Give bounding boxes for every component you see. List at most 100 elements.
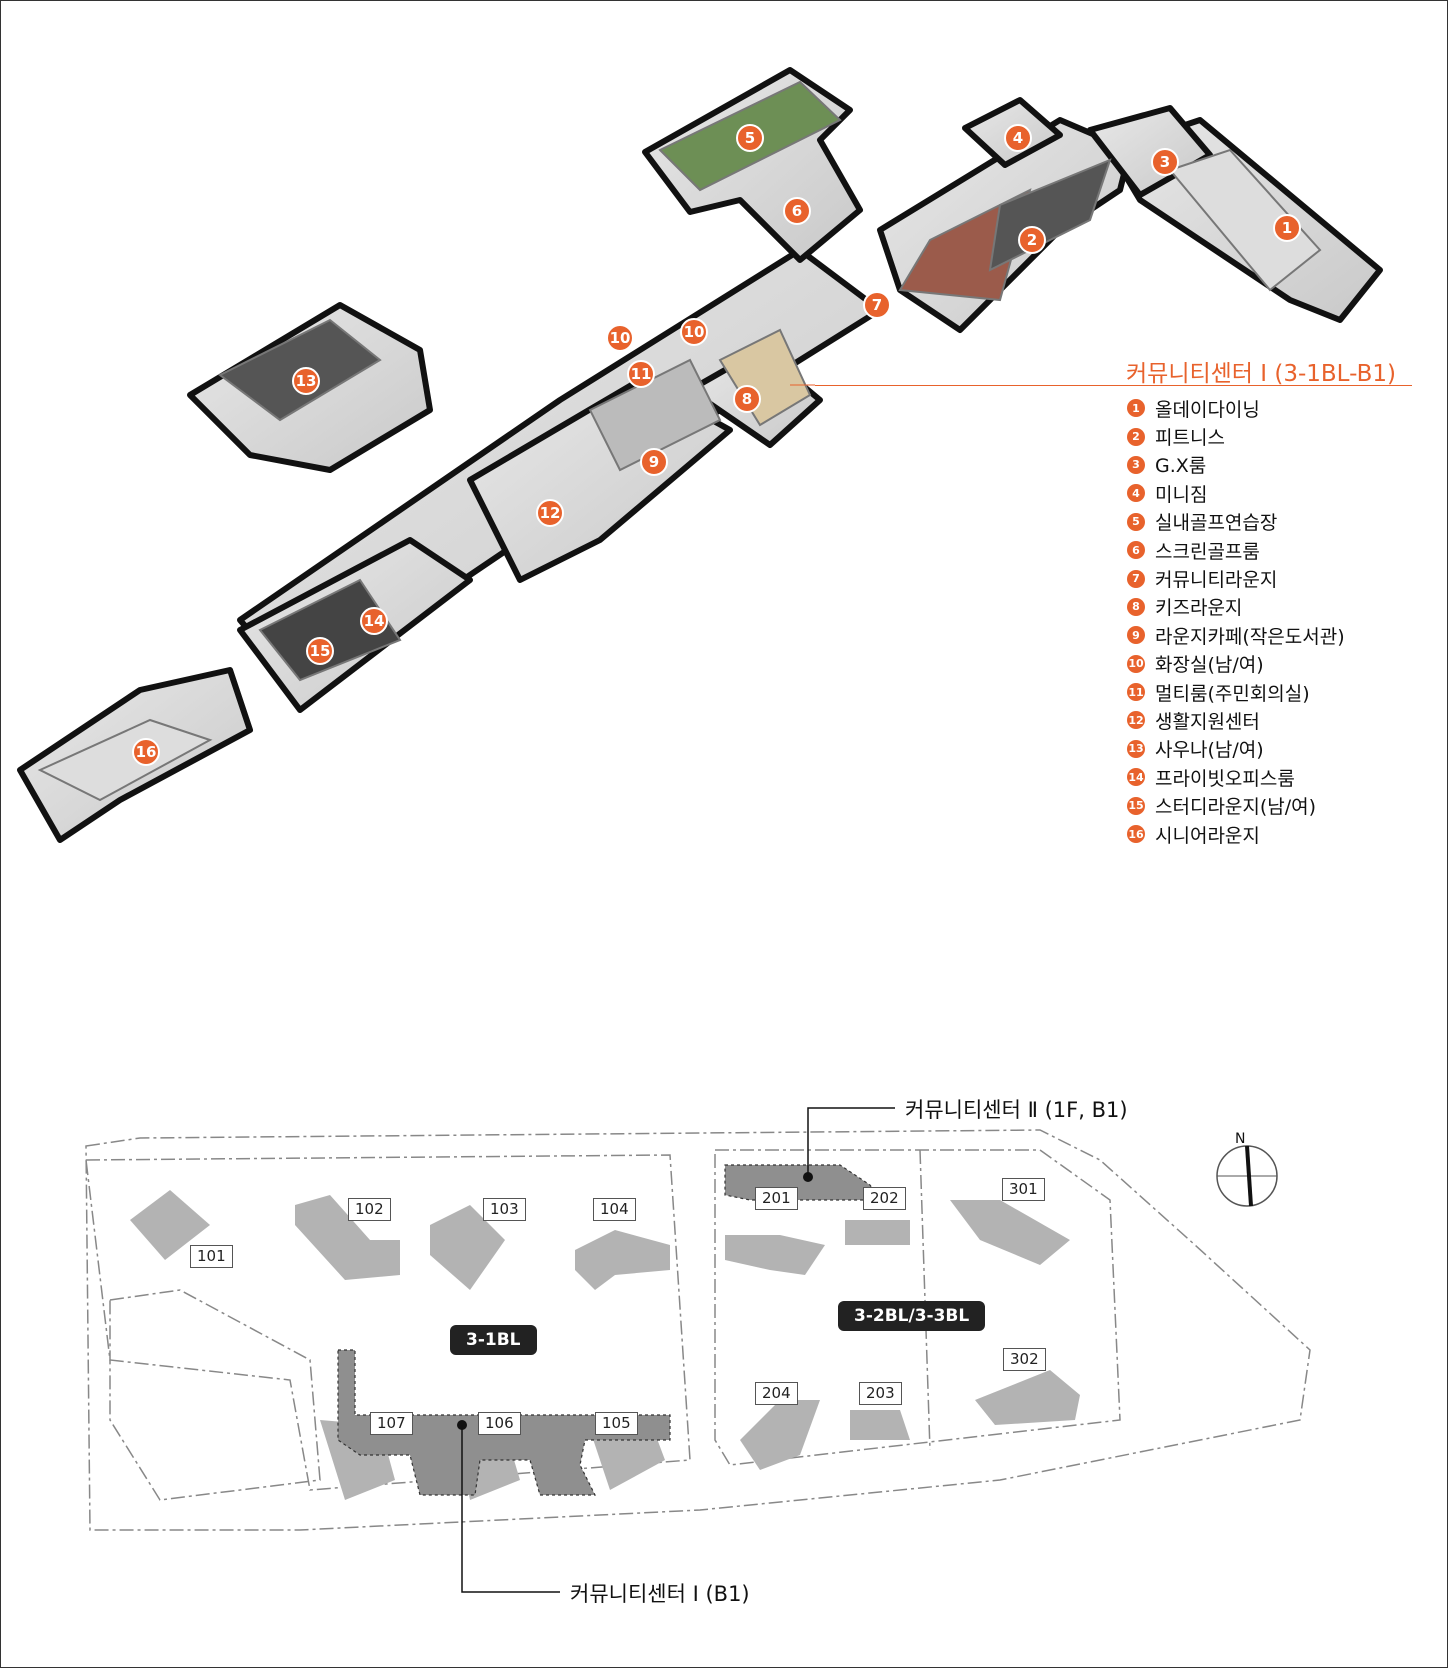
legend-item: 7 커뮤니티라운지 [1127,564,1345,592]
floorplan-marker-label: 11 [631,365,652,383]
building-label: 104 [593,1198,636,1221]
legend-number-badge: 8 [1127,597,1145,616]
floorplan-marker-label: 2 [1027,231,1037,249]
legend-number-badge: 11 [1127,683,1145,702]
legend-label: 피트니스 [1155,427,1225,450]
legend-label: 커뮤니티라운지 [1155,569,1278,592]
callout-community-center-1: 커뮤니티센터 Ⅰ (B1) [570,1582,750,1606]
legend-number-badge: 14 [1127,768,1145,787]
building-label: 103 [483,1198,526,1221]
legend-label: 생활지원센터 [1155,710,1260,733]
legend-number-badge: 6 [1127,541,1145,560]
legend-label: G.X룸 [1155,455,1207,478]
floorplan-marker: 10 [606,324,634,352]
legend-label: 시니어라운지 [1155,824,1260,847]
legend-number-badge: 3 [1127,455,1145,474]
floorplan-marker-label: 15 [310,642,331,660]
legend-label: 화장실(남/여) [1155,654,1264,677]
legend-item: 3 G.X룸 [1127,451,1345,479]
block-label-3-1bl: 3-1BL [450,1325,537,1355]
floorplan-marker: 8 [733,385,761,413]
legend-item: 11 멀티룸(주민회의실) [1127,678,1345,706]
legend-item: 2 피트니스 [1127,422,1345,450]
floorplan-marker-label: 3 [1160,153,1170,171]
legend-item: 6 스크린골프룸 [1127,536,1345,564]
floorplan-marker-label: 8 [742,390,752,408]
legend-label: 라운지카페(작은도서관) [1155,625,1345,648]
floorplan-marker-label: 5 [745,129,755,147]
legend-item: 10 화장실(남/여) [1127,650,1345,678]
legend-number-badge: 13 [1127,739,1145,758]
legend-number-badge: 4 [1127,484,1145,503]
floorplan-marker: 9 [640,448,668,476]
building-label: 203 [859,1382,902,1405]
legend-number-badge: 16 [1127,825,1145,844]
legend-number-badge: 15 [1127,796,1145,815]
legend-list: 1 올데이다이닝 2 피트니스 3 G.X룸 4 미니짐 5 실내골프연습장 6 스크린골프룸 7 커뮤니… [1127,394,1345,848]
floorplan-marker-label: 10 [684,323,705,341]
legend-label: 멀티룸(주민회의실) [1155,682,1310,705]
callout-community-center-2: 커뮤니티센터 Ⅱ (1F, B1) [905,1098,1128,1122]
block-label-3-2bl: 3-2BL/3-3BL [838,1301,986,1331]
building-label: 201 [755,1187,798,1210]
legend-item: 4 미니짐 [1127,479,1345,507]
legend-number-badge: 2 [1127,427,1145,446]
legend-item: 9 라운지카페(작은도서관) [1127,621,1345,649]
legend-number-badge: 12 [1127,711,1145,730]
floorplan-marker-label: 1 [1282,219,1292,237]
floorplan-marker-label: 9 [649,453,659,471]
floorplan-marker: 7 [863,291,891,319]
legend-item: 1 올데이다이닝 [1127,394,1345,422]
floorplan-marker: 15 [306,637,334,665]
floorplan-marker: 11 [627,360,655,388]
floorplan-marker-label: 7 [872,296,882,314]
building-label: 106 [478,1412,521,1435]
building-label: 107 [370,1412,413,1435]
floorplan-marker-label: 14 [364,612,385,630]
floorplan-marker: 2 [1018,226,1046,254]
building-label: 204 [755,1382,798,1405]
floorplan-marker: 13 [292,367,320,395]
legend-item: 15 스터디라운지(남/여) [1127,791,1345,819]
floorplan-marker: 5 [736,124,764,152]
building-label: 302 [1003,1348,1046,1371]
floorplan-marker-label: 12 [540,504,561,522]
legend-number-badge: 5 [1127,512,1145,531]
legend-item: 13 사우나(남/여) [1127,735,1345,763]
legend-label: 미니짐 [1155,483,1208,506]
legend-item: 16 시니어라운지 [1127,820,1345,848]
floorplan-marker: 3 [1151,148,1179,176]
legend-number-badge: 1 [1127,399,1145,418]
floorplan-marker: 12 [536,499,564,527]
legend-number-badge: 7 [1127,569,1145,588]
legend-item: 5 실내골프연습장 [1127,508,1345,536]
legend-label: 실내골프연습장 [1155,512,1278,535]
floorplan-marker-label: 13 [296,372,317,390]
floorplan-marker: 10 [680,318,708,346]
floorplan-marker: 6 [783,197,811,225]
floorplan-marker: 1 [1273,214,1301,242]
floorplan-marker-label: 4 [1013,129,1023,147]
legend-label: 올데이다이닝 [1155,398,1260,421]
building-label: 105 [595,1412,638,1435]
legend-number-badge: 10 [1127,654,1145,673]
legend-item: 12 생활지원센터 [1127,706,1345,734]
legend-label: 스터디라운지(남/여) [1155,796,1317,819]
floorplan-marker: 4 [1004,124,1032,152]
legend-number-badge: 9 [1127,626,1145,645]
building-label: 301 [1002,1178,1045,1201]
building-label: 101 [190,1245,233,1268]
building-label: 202 [863,1187,906,1210]
floorplan-marker-label: 6 [792,202,802,220]
legend-item: 8 키즈라운지 [1127,593,1345,621]
legend-label: 사우나(남/여) [1155,739,1264,762]
floorplan-marker-label: 16 [136,743,157,761]
legend-label: 스크린골프룸 [1155,540,1260,563]
legend-rule [815,385,1412,386]
legend-label: 키즈라운지 [1155,597,1243,620]
floorplan-marker-label: 10 [610,329,631,347]
floorplan-marker: 16 [132,738,160,766]
